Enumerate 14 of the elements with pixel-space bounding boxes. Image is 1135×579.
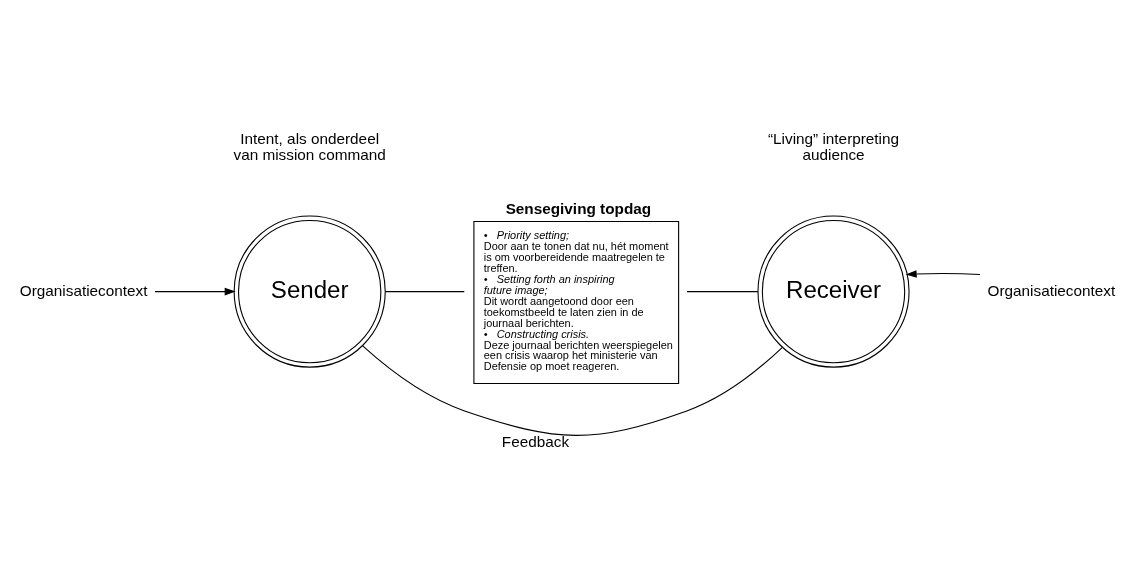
- node-circle: Sender: [233, 215, 386, 368]
- label: “Living” interpreting audience: [767, 130, 900, 164]
- node-label: Sensegiving topdag: [505, 200, 652, 218]
- node-text: Organisatiecontext: [19, 281, 148, 299]
- edge-label: Feedback: [501, 433, 570, 451]
- connector: [384, 291, 465, 293]
- connector: [361, 345, 783, 436]
- arrow: [905, 270, 981, 278]
- connector: [686, 291, 759, 293]
- node-circle: Receiver: [757, 215, 910, 368]
- node-text: Organisatiecontext: [987, 281, 1116, 299]
- node-box: • Priority setting; Door aan te tonen dat nu, hét moment is om voorbereidende maatregelen te treffen. • Setting forth an inspiring future image; Dit wordt aangetoond door een toekomstbeeld te laten zien in de journaal berichten. • Constructing crisis. Deze journaal berichten weerspiegelen een crisis waarop het ministerie van Defensie op moet reageren.: [473, 221, 680, 385]
- arrow: [154, 287, 236, 296]
- label: Intent, als onderdeel van mission command: [233, 130, 386, 164]
